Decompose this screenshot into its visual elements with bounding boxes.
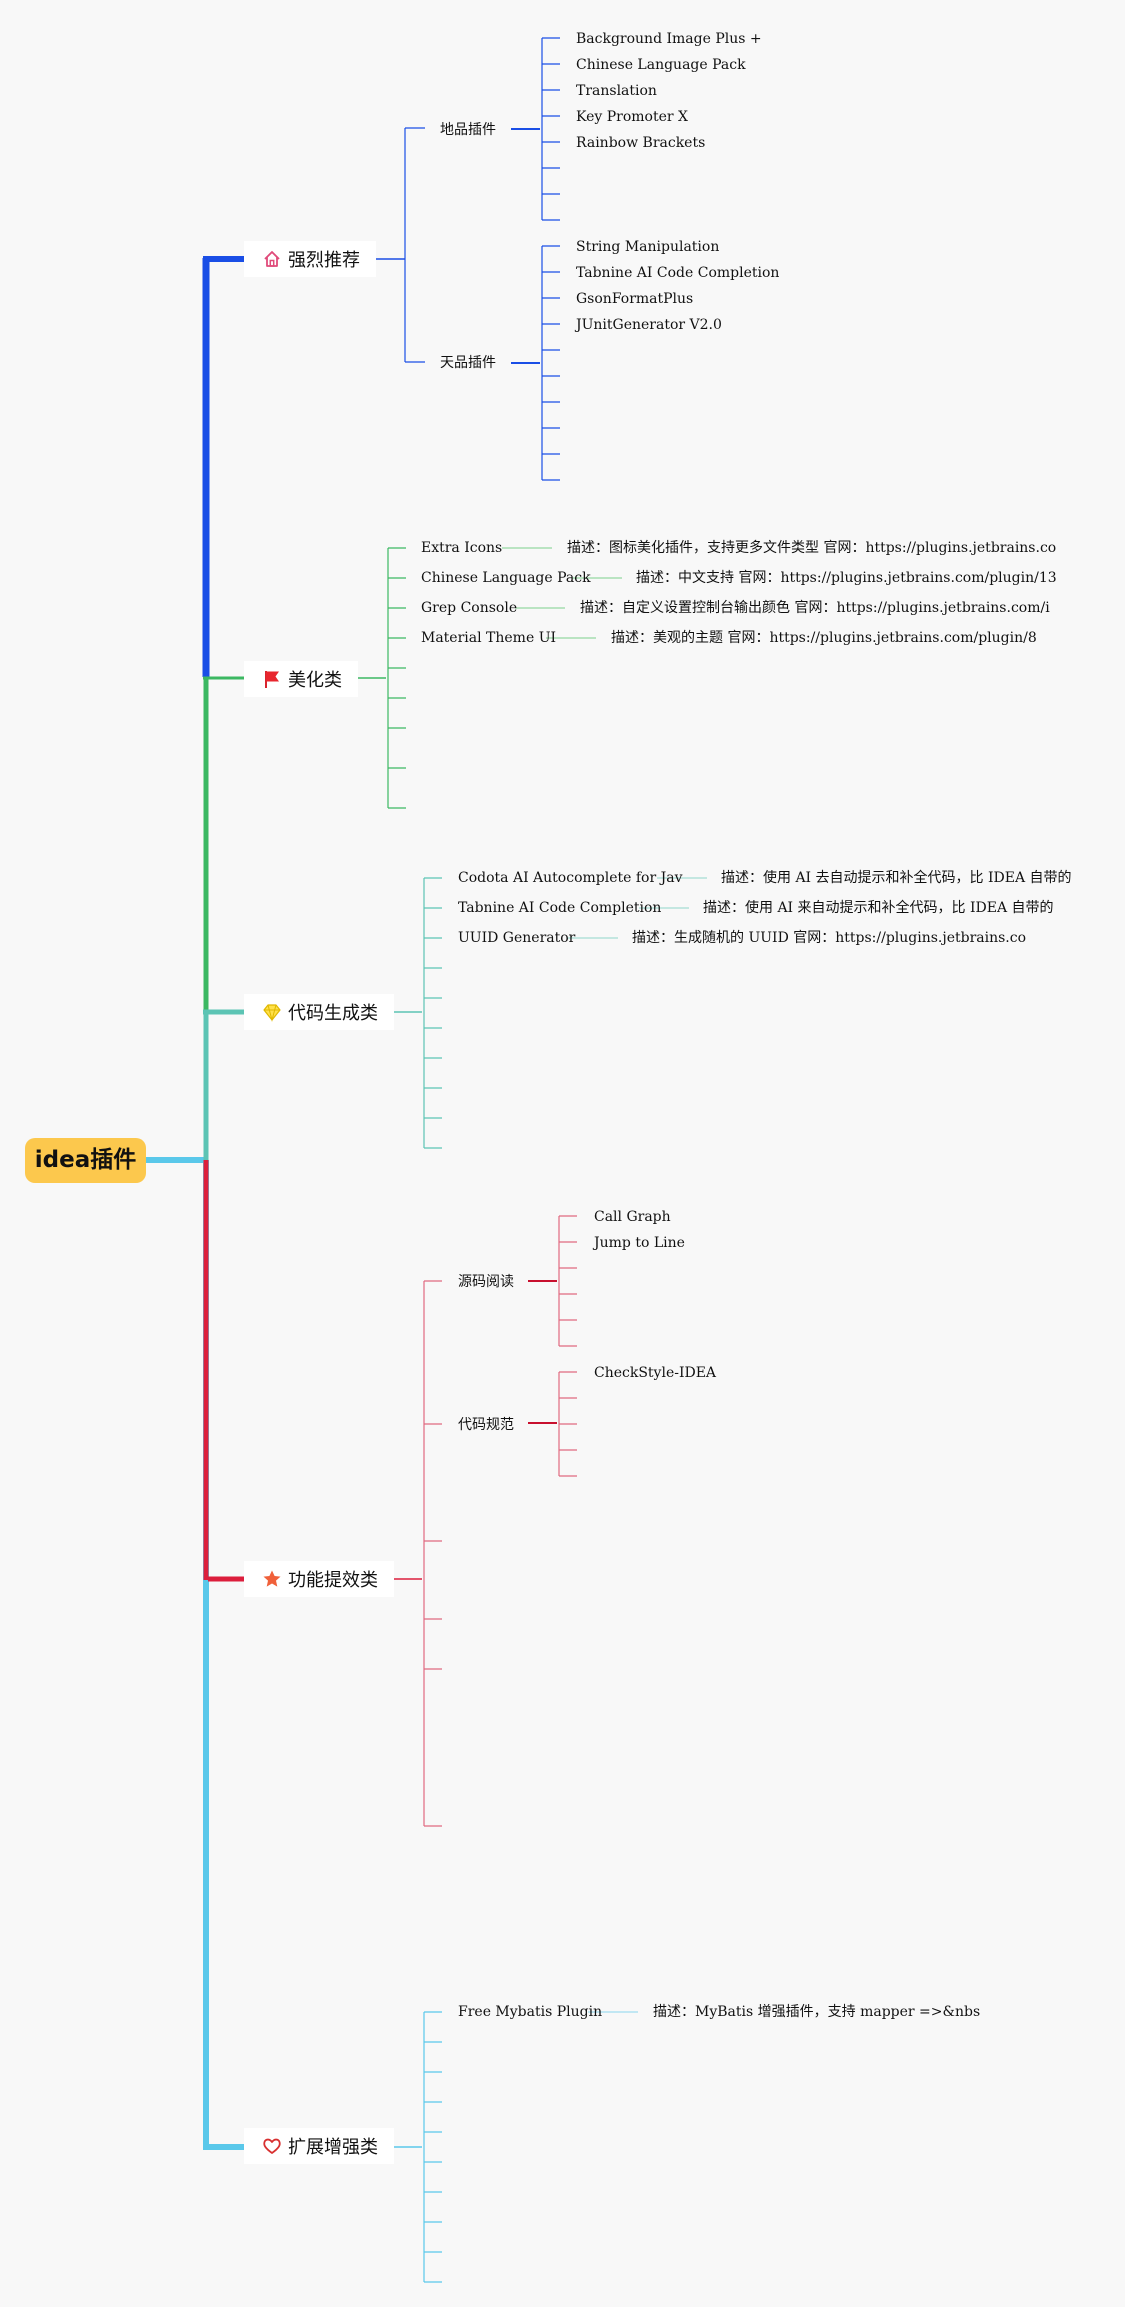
category-code-generation[interactable]: 代码生成类	[244, 994, 394, 1030]
star-icon	[263, 1570, 281, 1587]
leaf-item[interactable]: JUnitGenerator V2.0	[576, 317, 722, 333]
plugin-desc: 描述：MyBatis 增强插件，支持 mapper =>&nbs	[653, 2004, 981, 2020]
plugin-desc: 描述：生成随机的 UUID 官网：https://plugins.jetbrai…	[632, 930, 1027, 946]
plugin-desc: 描述：图标美化插件，支持更多文件类型 官网：https://plugins.je…	[567, 540, 1057, 556]
plugin-desc: 描述：自定义设置控制台输出颜色 官网：https://plugins.jetbr…	[580, 600, 1050, 616]
subgroup-label[interactable]: 地品插件	[440, 122, 496, 138]
leaf-item[interactable]: GsonFormatPlus	[576, 291, 694, 307]
flag-icon	[265, 671, 279, 688]
leaf-item[interactable]: Translation	[576, 83, 657, 99]
heart-icon	[263, 2138, 281, 2154]
plugin-name[interactable]: Chinese Language Pack	[421, 570, 591, 586]
leaf-item[interactable]: String Manipulation	[576, 239, 720, 255]
plugin-desc: 描述：使用 AI 来自动提示和补全代码，比 IDEA 自带的	[703, 900, 1054, 916]
plugin-name[interactable]: Grep Console	[421, 600, 518, 616]
subgroup-label[interactable]: 代码规范	[458, 1417, 514, 1433]
plugin-name[interactable]: UUID Generator	[458, 930, 576, 946]
leaf-item[interactable]: Tabnine AI Code Completion	[576, 265, 780, 281]
leaf-item[interactable]: Chinese Language Pack	[576, 57, 746, 73]
plugin-desc: 描述：使用 AI 去自动提示和补全代码，比 IDEA 自带的	[721, 870, 1072, 886]
leaf-item[interactable]: Jump to Line	[594, 1235, 685, 1251]
category-efficiency[interactable]: 功能提效类	[244, 1561, 394, 1597]
subgroup-label[interactable]: 源码阅读	[458, 1274, 514, 1290]
house-icon	[264, 251, 280, 267]
leaf-item[interactable]: Background Image Plus +	[576, 31, 762, 47]
plugin-desc: 描述：美观的主题 官网：https://plugins.jetbrains.co…	[611, 630, 1037, 646]
category-strongly-recommended[interactable]: 强烈推荐	[244, 241, 376, 277]
root-node[interactable]: idea插件	[25, 1138, 146, 1183]
leaf-item[interactable]: Rainbow Brackets	[576, 135, 706, 151]
plugin-name[interactable]: Tabnine AI Code Completion	[458, 900, 662, 916]
diamond-icon	[263, 1004, 281, 1022]
plugin-name[interactable]: Free Mybatis Plugin	[458, 2004, 603, 2020]
plugin-desc: 描述：中文支持 官网：https://plugins.jetbrains.com…	[636, 570, 1057, 586]
leaf-item[interactable]: Key Promoter X	[576, 109, 688, 125]
category-label: 扩展增强类	[288, 2137, 378, 2158]
plugin-name[interactable]: Extra Icons	[421, 540, 503, 556]
leaf-item[interactable]: Call Graph	[594, 1209, 671, 1225]
plugin-name[interactable]: Codota AI Autocomplete for Jav	[458, 870, 683, 886]
plugin-name[interactable]: Material Theme UI	[421, 630, 557, 646]
category-label: 强烈推荐	[288, 250, 360, 271]
category-beautify[interactable]: 美化类	[244, 661, 358, 697]
category-label: 代码生成类	[288, 1003, 378, 1024]
leaf-item[interactable]: CheckStyle-IDEA	[594, 1365, 717, 1381]
category-extension[interactable]: 扩展增强类	[244, 2128, 394, 2164]
subgroup-label[interactable]: 天品插件	[440, 355, 496, 371]
category-label: 美化类	[288, 670, 342, 691]
category-label: 功能提效类	[288, 1570, 378, 1591]
